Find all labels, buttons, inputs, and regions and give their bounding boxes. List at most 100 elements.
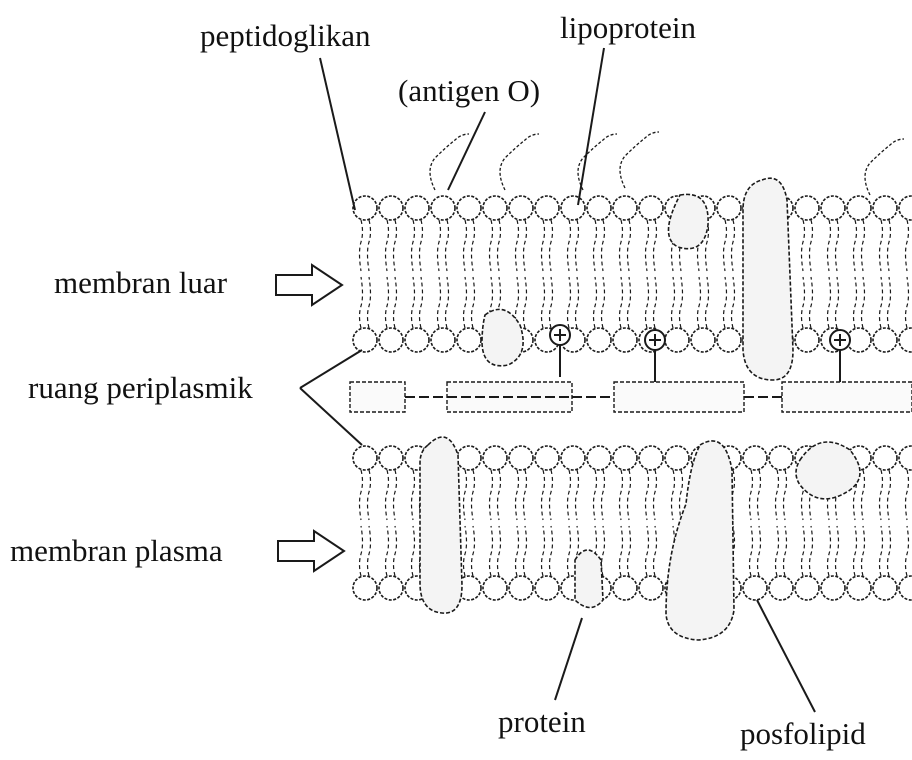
outer-phospholipid-tail [446, 220, 449, 271]
outer-phospholipid-tail [732, 277, 735, 328]
outer-phospholipid-tail [862, 220, 865, 271]
outer-phospholipid-tail [438, 277, 441, 328]
plasma-membrane [353, 437, 912, 640]
outer-phospholipid-tail [880, 277, 883, 328]
outer-phospholipid-head [613, 328, 637, 352]
outer-phospholipid-tail [360, 277, 363, 328]
plasma-phospholipid-head [509, 576, 533, 600]
plasma-phospholipid-tail [758, 526, 761, 576]
plasma-phospholipid-tail [628, 470, 631, 520]
plasma-phospholipid-tail [628, 526, 631, 576]
plasma-phospholipid-tail [516, 526, 519, 576]
plasma-phospholipid-tail [464, 470, 467, 520]
outer-phospholipid-tail [446, 277, 449, 328]
outer-phospholipid-tail [568, 277, 571, 328]
outer-phospholipid-head [587, 196, 611, 220]
outer-phospholipid-head [899, 328, 912, 352]
plasma-membrane-protein [420, 437, 462, 613]
outer-phospholipid-tail [542, 277, 545, 328]
outer-phospholipid-tail [802, 277, 805, 328]
outer-phospholipid-tail [524, 220, 527, 271]
outer-phospholipid-head [873, 196, 897, 220]
peptidoglycan-segment [614, 382, 744, 412]
periplasmic-space-layer [350, 382, 912, 412]
outer-phospholipid-tail [412, 277, 415, 328]
peptidoglycan-segment [782, 382, 912, 412]
outer-phospholipid-tail [464, 220, 467, 271]
outer-phospholipid-tail [706, 277, 709, 328]
outer-phospholipid-tail [386, 277, 389, 328]
outer-phospholipid-head [561, 196, 585, 220]
label-antigen-o: (antigen O) [398, 75, 540, 106]
outer-phospholipid-tail [802, 220, 805, 271]
plasma-phospholipid-tail [880, 470, 883, 520]
outer-phospholipid-head [379, 328, 403, 352]
plasma-phospholipid-tail [472, 470, 475, 520]
outer-phospholipid-tail [498, 220, 501, 271]
outer-phospholipid-tail [438, 220, 441, 271]
outer-phospholipid-tail [672, 277, 675, 328]
outer-phospholipid-head [353, 328, 377, 352]
outer-phospholipid-tail [602, 277, 605, 328]
outer-phospholipid-tail [490, 220, 493, 271]
outer-phospholipid-tail [524, 277, 527, 328]
plasma-phospholipid-head [769, 576, 793, 600]
outer-phospholipid-tail [854, 220, 857, 271]
plasma-phospholipid-tail [620, 470, 623, 520]
outer-phospholipid-head [639, 196, 663, 220]
plasma-phospholipid-head [613, 446, 637, 470]
outer-phospholipid-tail [594, 277, 597, 328]
plasma-phospholipid-tail [620, 526, 623, 576]
outer-phospholipid-tail [724, 220, 727, 271]
outer-phospholipid-head [379, 196, 403, 220]
leader-lines [300, 48, 815, 712]
outer-phospholipid-tail [568, 220, 571, 271]
label-periplasmic-space: ruang periplasmik [28, 372, 253, 403]
plasma-phospholipid-head [483, 576, 507, 600]
outer-phospholipid-tail [680, 277, 683, 328]
plasma-phospholipid-tail [368, 526, 371, 576]
plasma-phospholipid-tail [810, 526, 813, 576]
outer-phospholipid-tail [888, 220, 891, 271]
outer-phospholipid-tail [810, 220, 813, 271]
plasma-phospholipid-tail [776, 526, 779, 576]
outer-phospholipid-tail [420, 220, 423, 271]
plasma-phospholipid-head [483, 446, 507, 470]
plasma-phospholipid-tail [498, 526, 501, 576]
leader-line [757, 600, 815, 712]
outer-phospholipid-tail [724, 277, 727, 328]
plasma-phospholipid-tail [524, 470, 527, 520]
outer-phospholipid-head [821, 196, 845, 220]
outer-phospholipid-head [665, 328, 689, 352]
outer-phospholipid-tail [698, 277, 701, 328]
plasma-phospholipid-head [535, 446, 559, 470]
outer-phospholipid-tail [836, 220, 839, 271]
leader-line [555, 618, 582, 700]
plasma-phospholipid-tail [646, 470, 649, 520]
plasma-phospholipid-tail [498, 470, 501, 520]
block-arrow [276, 265, 342, 305]
plasma-phospholipid-head [509, 446, 533, 470]
plasma-phospholipid-tail [828, 526, 831, 576]
outer-membrane-protein [743, 178, 793, 380]
plasma-phospholipid-tail [646, 526, 649, 576]
outer-phospholipid-tail [646, 220, 649, 271]
plasma-phospholipid-head [639, 446, 663, 470]
plasma-phospholipid-tail [906, 470, 909, 520]
plasma-phospholipid-tail [516, 470, 519, 520]
plasma-phospholipid-tail [386, 470, 389, 520]
plasma-phospholipid-tail [576, 470, 579, 520]
plasma-phospholipid-head [379, 576, 403, 600]
antigen-o-chain [500, 134, 539, 190]
outer-phospholipid-tail [906, 220, 909, 271]
outer-phospholipid-tail [810, 277, 813, 328]
outer-phospholipid-tail [394, 277, 397, 328]
plasma-phospholipid-tail [758, 470, 761, 520]
outer-phospholipid-tail [472, 220, 475, 271]
plasma-phospholipid-tail [472, 526, 475, 576]
outer-phospholipid-tail [854, 277, 857, 328]
outer-phospholipid-head [405, 328, 429, 352]
outer-phospholipid-tail [368, 277, 371, 328]
outer-membrane-protein [482, 309, 523, 365]
